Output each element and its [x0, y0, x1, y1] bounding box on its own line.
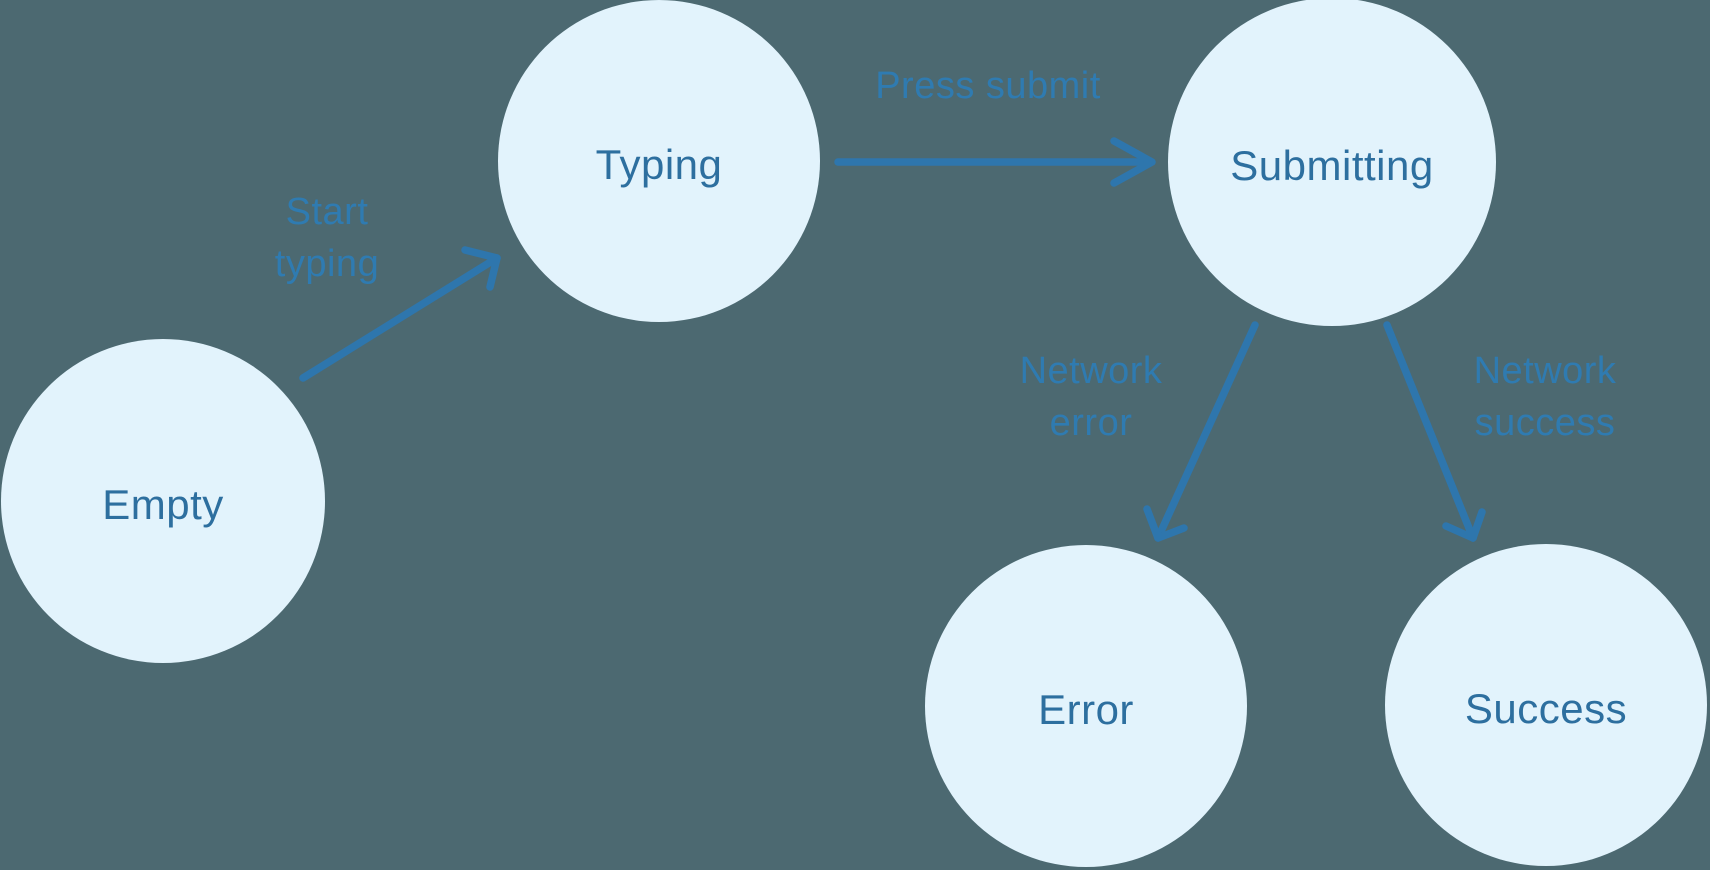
transition-label-network-error: Network error — [1019, 350, 1163, 444]
state-label-success: Success — [1464, 685, 1628, 732]
state-node-empty: Empty — [1, 339, 325, 663]
transition-label-start-typing: Start typing — [274, 191, 380, 285]
transition-label-network-success: Network success — [1473, 350, 1617, 444]
state-node-error: Error — [925, 545, 1247, 867]
state-label-error: Error — [1038, 686, 1134, 733]
state-node-success: Success — [1385, 544, 1707, 866]
state-label-submitting: Submitting — [1230, 142, 1434, 189]
state-label-typing: Typing — [595, 141, 723, 188]
transition-label-press-submit: Press submit — [875, 65, 1101, 107]
state-node-typing: Typing — [498, 0, 820, 322]
arrow-submitting-to-success — [1383, 321, 1486, 542]
state-node-submitting: Submitting — [1168, 0, 1496, 326]
state-label-empty: Empty — [102, 481, 224, 528]
arrow-typing-to-submitting — [834, 137, 1156, 187]
arrow-submitting-to-error — [1143, 321, 1259, 542]
arrow-empty-to-typing — [299, 246, 501, 382]
